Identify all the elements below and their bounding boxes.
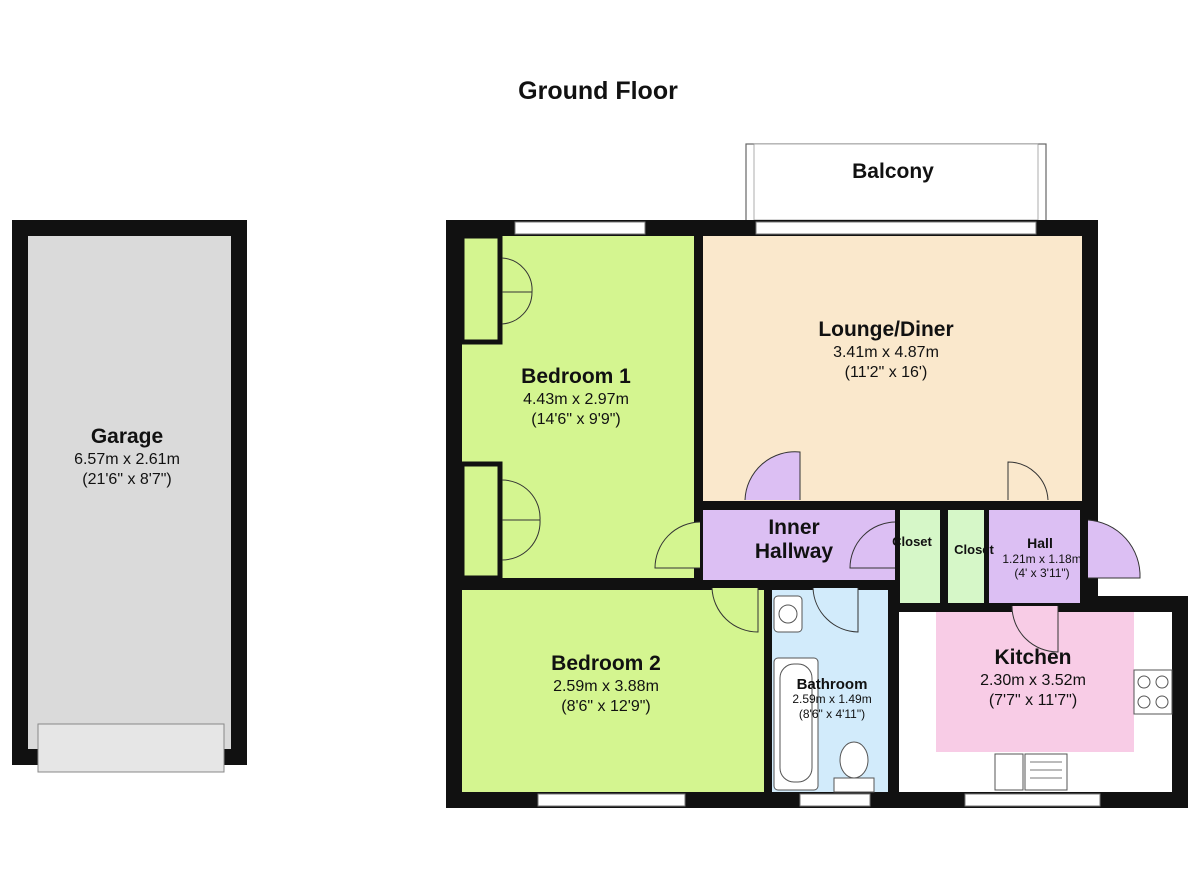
- floor-title: Ground Floor: [518, 77, 678, 105]
- garage-room: Garage 6.57m x 2.61m (21'6" x 8'7"): [12, 220, 247, 773]
- wardrobe-upper: [459, 233, 503, 345]
- bedroom1-name: Bedroom 1: [521, 365, 631, 388]
- lounge-name: Lounge/Diner: [818, 318, 953, 341]
- kitchen-metric: 2.30m x 3.52m: [980, 672, 1086, 689]
- inner-hallway-name-2: Hallway: [755, 540, 834, 563]
- inner-hallway-name-1: Inner: [768, 516, 819, 539]
- bathroom-door: [812, 587, 859, 633]
- lounge-floor: [703, 236, 1082, 501]
- wardrobe-door-3: [501, 479, 541, 521]
- windows: [514, 221, 1101, 807]
- kitchen-sink: [994, 753, 1024, 791]
- front-door: [1087, 519, 1141, 579]
- doors: [654, 451, 1141, 653]
- bedroom2-floor: [462, 590, 764, 792]
- wardrobe-door-4: [501, 519, 541, 561]
- bedroom1-window: [514, 221, 646, 235]
- hall-metric: 1.21m x 1.18m: [1002, 552, 1081, 566]
- hob: [1133, 669, 1173, 715]
- closet2-floor: [948, 510, 984, 603]
- wc-cistern: [833, 777, 875, 793]
- garage-imperial: (21'6" x 8'7"): [82, 471, 172, 488]
- garage-metric: 6.57m x 2.61m: [74, 451, 180, 468]
- wardrobe-door-2: [501, 291, 533, 325]
- closet1-floor: [900, 510, 940, 603]
- balcony: Balcony: [745, 143, 1047, 223]
- bedroom2-window: [537, 793, 686, 807]
- balcony-inner: [753, 143, 1039, 221]
- wc-bowl: [839, 741, 869, 779]
- closet1-door: [849, 521, 896, 569]
- fixtures: [773, 595, 1173, 793]
- lounge-door: [744, 451, 801, 501]
- hall-floor: [989, 510, 1080, 603]
- lounge-metric: 3.41m x 4.87m: [833, 344, 939, 361]
- kitchen-window: [964, 793, 1101, 807]
- closet1-name: Closet: [892, 534, 932, 549]
- bathroom-window: [799, 793, 871, 807]
- kitchen-drainer: [1024, 753, 1068, 791]
- bathroom-imperial: (8'6" x 4'11"): [799, 707, 865, 721]
- hall-imperial: (4' x 3'11"): [1014, 566, 1069, 580]
- garage-floor: [28, 236, 231, 749]
- bathroom-name: Bathroom: [797, 676, 868, 693]
- hob-ring-2: [1155, 675, 1169, 689]
- bathroom-metric: 2.59m x 1.49m: [792, 692, 871, 706]
- hob-ring-4: [1155, 695, 1169, 709]
- bedroom2-name: Bedroom 2: [551, 652, 661, 675]
- garage-door: [37, 723, 225, 773]
- bedroom2-imperial: (8'6" x 12'9"): [561, 698, 651, 715]
- kitchen-imperial: (7'7" x 11'7"): [989, 692, 1077, 709]
- hob-ring-3: [1137, 695, 1151, 709]
- garage-name: Garage: [91, 425, 163, 448]
- lounge-imperial: (11'2" x 16'): [845, 364, 928, 381]
- lounge-window: [755, 221, 1037, 235]
- wardrobe-lower: [459, 461, 503, 581]
- closet2-name: Closet: [954, 542, 994, 557]
- basin-bowl: [778, 604, 798, 624]
- bedroom1-metric: 4.43m x 2.97m: [523, 391, 629, 408]
- hall-name: Hall: [1027, 535, 1053, 551]
- bedroom2-door: [711, 587, 759, 633]
- bedroom2-metric: 2.59m x 3.88m: [553, 678, 659, 695]
- kitchen-door: [1011, 605, 1059, 653]
- balcony-name: Balcony: [852, 160, 934, 183]
- room-labels: Bedroom 1 4.43m x 2.97m (14'6" x 9'9") L…: [521, 318, 1086, 721]
- hall-lounge-door: [1007, 461, 1049, 501]
- wardrobes: [459, 233, 541, 581]
- hob-ring-1: [1137, 675, 1151, 689]
- bath-inner: [779, 663, 813, 783]
- kitchen-name: Kitchen: [994, 646, 1071, 669]
- wardrobe-door-1: [501, 257, 533, 293]
- bedroom1-imperial: (14'6" x 9'9"): [531, 411, 621, 428]
- bedroom1-door: [654, 521, 701, 569]
